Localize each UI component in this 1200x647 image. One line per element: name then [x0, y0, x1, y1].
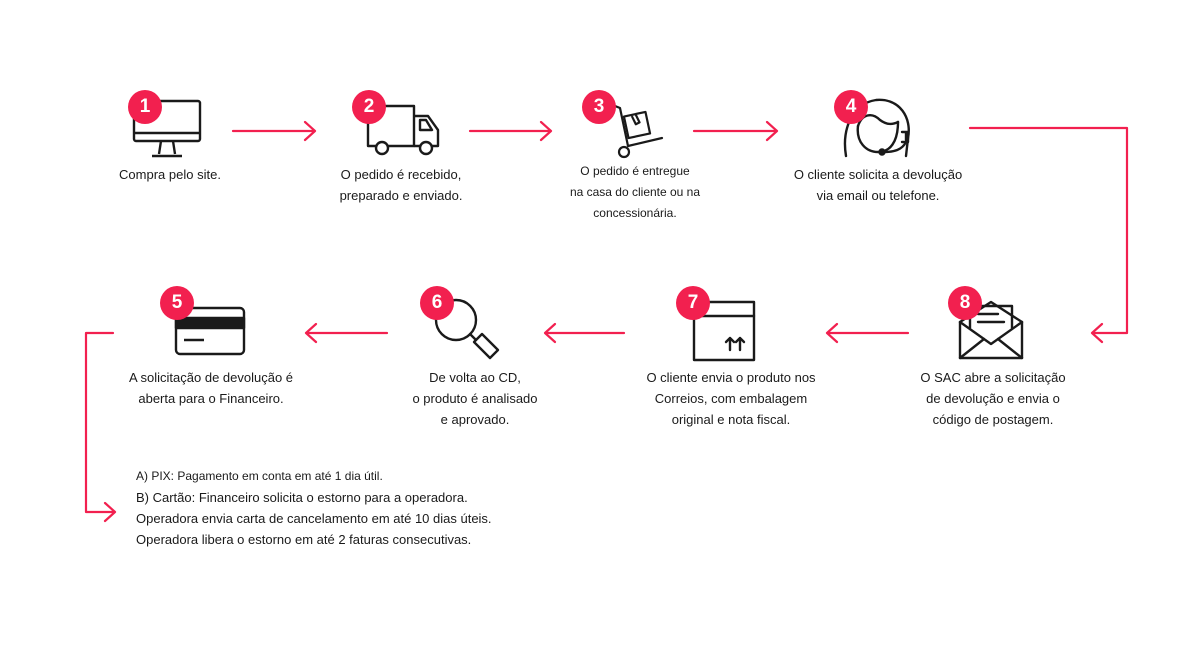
arrow-8-to-7	[825, 322, 910, 344]
monitor-icon	[132, 99, 202, 158]
step-caption: O cliente envia o produto nos Correios, …	[646, 370, 816, 427]
step-caption: Compra pelo site.	[119, 167, 221, 182]
step-number-badge: 2	[352, 90, 386, 124]
step-caption: O cliente solicita a devolução via email…	[793, 167, 963, 203]
step-number-badge: 4	[834, 90, 868, 124]
box-icon	[692, 300, 756, 362]
arrow-7-to-6	[543, 322, 626, 344]
step-number-badge: 3	[582, 90, 616, 124]
step-number-badge: 1	[128, 90, 162, 124]
arrow-4-to-8	[968, 126, 1129, 344]
magnifier-icon	[434, 298, 500, 360]
credit-card-icon	[174, 306, 246, 356]
step-caption: O SAC abre a solicitação de devolução e …	[920, 370, 1066, 427]
step-caption: De volta ao CD, o produto é analisado e …	[412, 370, 538, 427]
note-line: B) Cartão: Financeiro solicita o estorno…	[136, 490, 468, 505]
step-number-badge: 5	[160, 286, 194, 320]
step-number-badge: 6	[420, 286, 454, 320]
refund-notes: A) PIX: Pagamento em conta em até 1 dia …	[136, 466, 492, 550]
arrow-5-to-notes	[84, 331, 117, 523]
step-number-badge: 7	[676, 286, 710, 320]
note-line: Operadora envia carta de cancelamento em…	[136, 511, 492, 526]
arrow-2-to-3	[468, 120, 553, 142]
step-number-badge: 8	[948, 286, 982, 320]
note-line: A) PIX: Pagamento em conta em até 1 dia …	[136, 469, 383, 483]
step-caption: O pedido é recebido, preparado e enviado…	[339, 167, 463, 203]
arrow-3-to-4	[692, 120, 779, 142]
note-line: Operadora libera o estorno em até 2 fatu…	[136, 532, 472, 547]
arrow-6-to-5	[304, 322, 389, 344]
envelope-letter-icon	[958, 300, 1024, 360]
arrow-1-to-2	[231, 120, 317, 142]
truck-icon	[366, 104, 440, 156]
step-caption: A solicitação de devolução é aberta para…	[128, 370, 294, 406]
headset-agent-icon	[843, 98, 910, 158]
step-caption: O pedido é entregue na casa do cliente o…	[569, 164, 701, 220]
